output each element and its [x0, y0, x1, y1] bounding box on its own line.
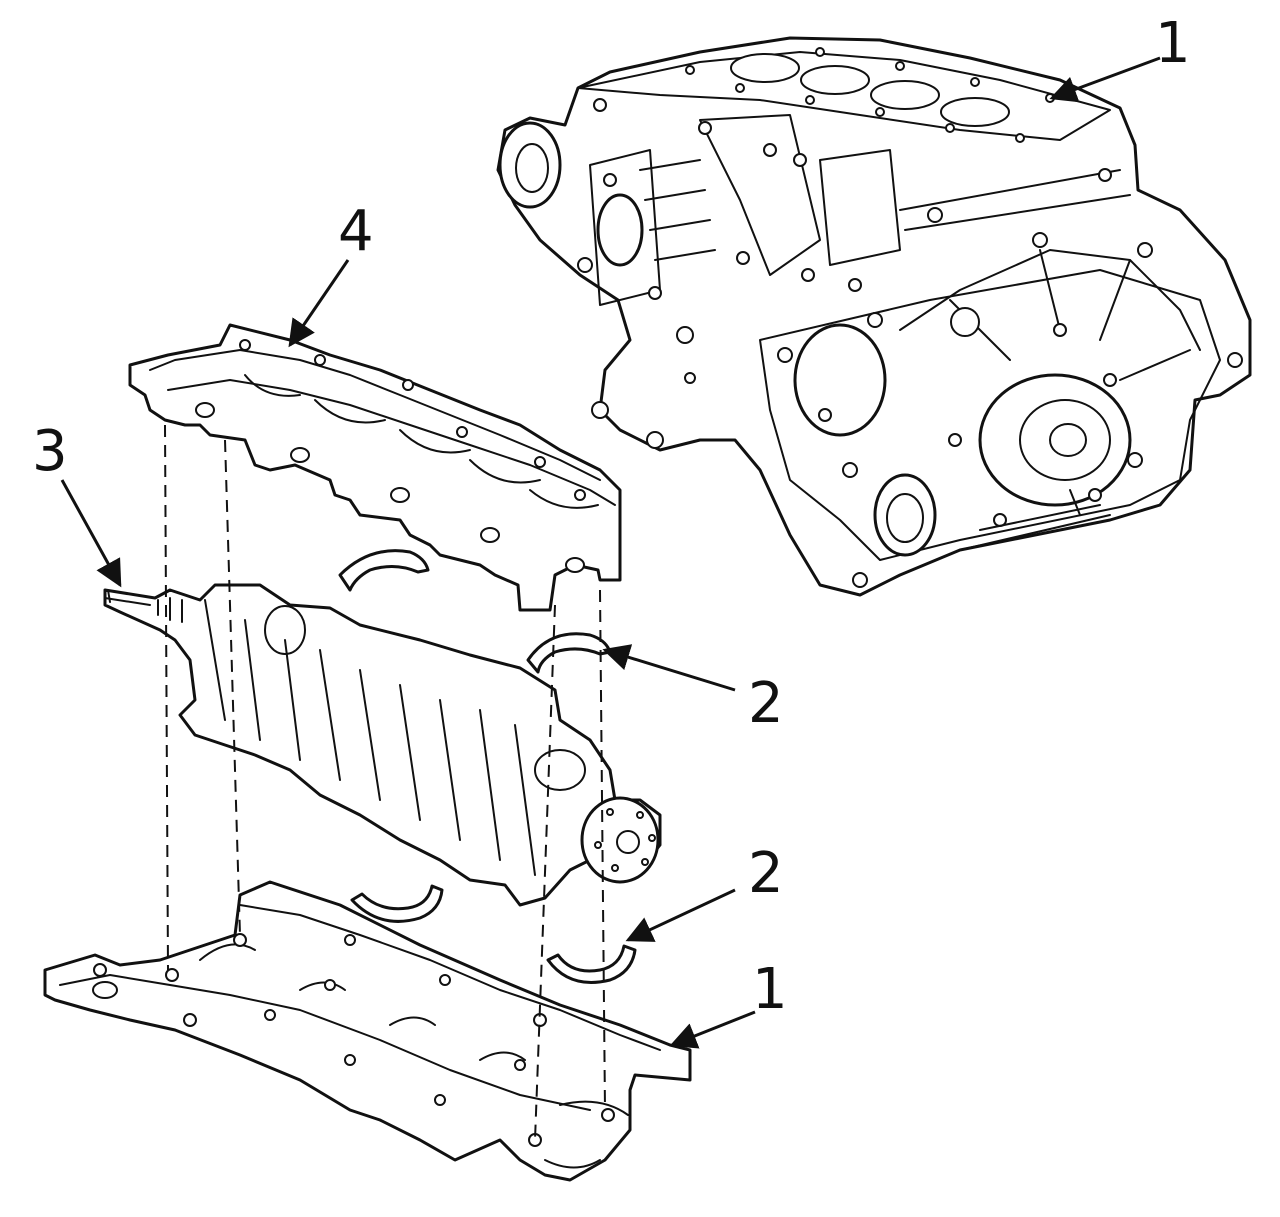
- alignment-lines: [164, 424, 606, 1141]
- bearing-cap-frame: [128, 323, 622, 612]
- leader-block-bottom: [669, 1010, 756, 1049]
- upper-bearing-shell-2: [526, 632, 612, 674]
- callout-1-block-top: 1: [1155, 11, 1191, 76]
- upper-bearing-shell-1: [338, 549, 430, 592]
- callout-1-block-bottom: 1: [752, 957, 788, 1022]
- leader-bearing-cap-frame: [288, 259, 350, 348]
- leader-bearing-lower: [625, 888, 736, 942]
- leader-bearing-upper: [602, 644, 736, 692]
- callout-2-bearing-upper: 2: [748, 671, 784, 736]
- leader-block-top: [1049, 56, 1161, 103]
- callout-leaders: [60, 56, 1161, 1049]
- crankshaft: [103, 583, 662, 907]
- leader-crankshaft: [60, 479, 122, 588]
- lower-bearing-shell-1: [350, 884, 444, 923]
- crankcase-lower-section: [43, 880, 692, 1182]
- callout-3-crankshaft: 3: [32, 419, 68, 484]
- lower-bearing-shell-2: [546, 944, 637, 984]
- callout-2-bearing-lower: 2: [748, 841, 784, 906]
- engine-block: [496, 36, 1252, 597]
- callout-4-bearing-cap-frame: 4: [338, 199, 374, 264]
